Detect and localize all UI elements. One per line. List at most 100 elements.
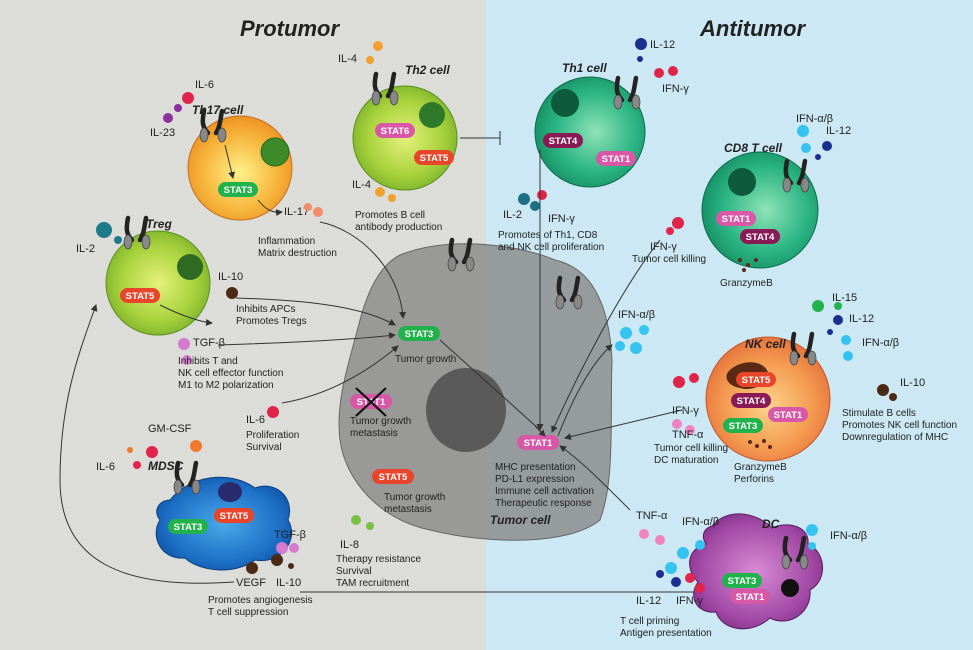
th1-ifng-top: IFN-γ [662,83,689,95]
tumor-stat3-effect: Tumor growth [395,354,456,365]
il6-effect-2: Survival [246,442,282,453]
treg-stat5: STAT5 [126,291,155,302]
il6-label: IL-6 [246,414,265,426]
nk-tnfa: TNF-α [672,429,704,441]
th17-il17: IL-17 [284,206,309,218]
cd8-cell: CD8 T cell IFN-α/β IL-12 STAT1 STAT4 IFN… [632,113,851,289]
tumor-stat1-effect-2: PD-L1 expression [495,474,574,485]
th2-il4-bottom: IL-4 [352,179,371,191]
cd8-name: CD8 T cell [724,141,783,155]
nk-granzyme: GranzymeB [734,462,787,473]
th1-stat4: STAT4 [549,136,578,147]
cd8-il12: IL-12 [826,125,851,137]
tumor-stat1-effect-1: MHC presentation [495,462,576,473]
il6-proliferation: IL-6 Proliferation Survival [246,406,299,453]
th17-stat3: STAT3 [224,185,253,196]
nk-effect-1: Tumor cell killing [654,443,728,454]
il8-effect-3: TAM recruitment [336,578,409,589]
treg-name: Treg [146,217,172,231]
dc-tnfa: TNF-α [636,510,668,522]
nk-ifnab: IFN-α/β [862,337,899,349]
mdsc-il6: IL-6 [96,461,115,473]
mdsc-effect-2: T cell suppression [208,607,288,618]
cd8-granzyme: GranzymeB [720,278,773,289]
th1-ifng-bottom: IFN-γ [548,213,575,225]
mdsc-effect-1: Promotes angiogenesis [208,595,313,606]
nk-il10-effect-1: Stimulate B cells [842,408,916,419]
th1-stat1: STAT1 [602,154,631,165]
th2-stat5: STAT5 [420,153,449,164]
th2-cell: Th2 cell IL-4 STAT6 STAT5 IL-4 Promotes … [338,41,501,233]
tumor-cell-label: Tumor cell [490,513,551,527]
th1-name: Th1 cell [562,61,607,75]
tumor-cell: Tumor cell STAT3 Tumor growth STAT1 Tumo… [338,240,613,541]
il8-label: IL-8 [340,539,359,551]
treg-effect2-1: Inhibits T and [178,356,238,367]
nk-il12: IL-12 [849,313,874,325]
th17-cell: STAT3 Th17 cell IL-6 IL-23 IL-17 Inflamm… [150,79,337,259]
th2-effect-1: Promotes B cell [355,210,425,221]
mdsc-stat5: STAT5 [220,511,249,522]
mdsc-il10: IL-10 [276,577,301,589]
nk-stat1: STAT1 [774,410,803,421]
nk-il10-effect-2: Promotes NK cell function [842,420,957,431]
tumor-stat5-effect-2: metastasis [384,504,432,515]
dc-ifnab-right: IFN-α/β [830,530,867,542]
mdsc-cell: MDSC GM-CSF IL-6 STAT3 STAT5 TGF-β VEGF … [96,423,701,618]
nk-perforins: Perforins [734,474,774,485]
treg-il10: IL-10 [218,271,243,283]
nk-il10: IL-10 [900,377,925,389]
tumor-ifnab-label: IFN-α/β [618,309,655,321]
tumor-ifnab: IFN-α/β [615,309,655,354]
nk-stat5: STAT5 [742,375,771,386]
th2-stat6: STAT6 [381,126,410,137]
cd8-stat4: STAT4 [746,232,775,243]
mdsc-gmcsf: GM-CSF [148,423,192,435]
mdsc-stat3: STAT3 [174,522,203,533]
cd8-ifnab: IFN-α/β [796,113,833,125]
mdsc-name: MDSC [148,459,184,473]
th17-name: Th17 cell [192,103,244,117]
th2-effect-2: antibody production [355,222,442,233]
th17-il23: IL-23 [150,127,175,139]
treg-cell: Treg IL-2 STAT5 IL-10 Inhibits APCs Prom… [76,217,307,391]
nk-ifng: IFN-γ [672,405,699,417]
th17-effect-1: Inflammation [258,236,315,247]
dc-stat1: STAT1 [736,592,765,603]
dc-ifnab-left: IFN-α/β [682,516,719,528]
nk-il10-effect-3: Downregulation of MHC [842,432,948,443]
th1-effect-2: and NK cell proliferation [498,242,604,253]
treg-il2: IL-2 [76,243,95,255]
protumor-heading: Protumor [240,16,340,41]
mdsc-tgfb: TGF-β [274,529,306,541]
dc-effect-1: T cell priming [620,616,679,627]
tumor-stat3: STAT3 [405,329,434,340]
nk-name: NK cell [745,337,786,351]
treg-effect2-2: NK cell effector function [178,368,283,379]
nk-effect-2: DC maturation [654,455,718,466]
dc-cell: DC IFN-α/β STAT3 STAT1 TNF-α IFN-α/β IL-… [620,510,867,639]
blocked-mark [355,387,387,417]
antitumor-heading: Antitumor [699,16,807,41]
arrows [59,150,683,584]
mdsc-vegf: VEGF [236,577,266,589]
tumor-stat1x-effect-1: Tumor growth [350,416,411,427]
dc-il12: IL-12 [636,595,661,607]
treg-effect1-2: Promotes Tregs [236,316,307,327]
il8-effect-1: Therapy resistance [336,554,421,565]
nk-cell: NK cell IL-15 IL-12 IFN-α/β STAT5 STAT4 … [654,292,957,485]
nk-il15: IL-15 [832,292,857,304]
th2-il4-top: IL-4 [338,53,357,65]
treg-tgfb: TGF-β [193,337,225,349]
th17-effect-2: Matrix destruction [258,248,337,259]
tumor-stat5-effect-1: Tumor growth [384,492,445,503]
th17-il6: IL-6 [195,79,214,91]
inhibit-th1 [460,131,501,145]
th1-il12: IL-12 [650,39,675,51]
tumor-stat1-effect-4: Therapeutic response [495,498,592,509]
dc-ifng: IFN-γ [676,595,703,607]
tumor-nucleus [426,368,506,452]
il8: IL-8 Therapy resistance Survival TAM rec… [336,515,421,589]
